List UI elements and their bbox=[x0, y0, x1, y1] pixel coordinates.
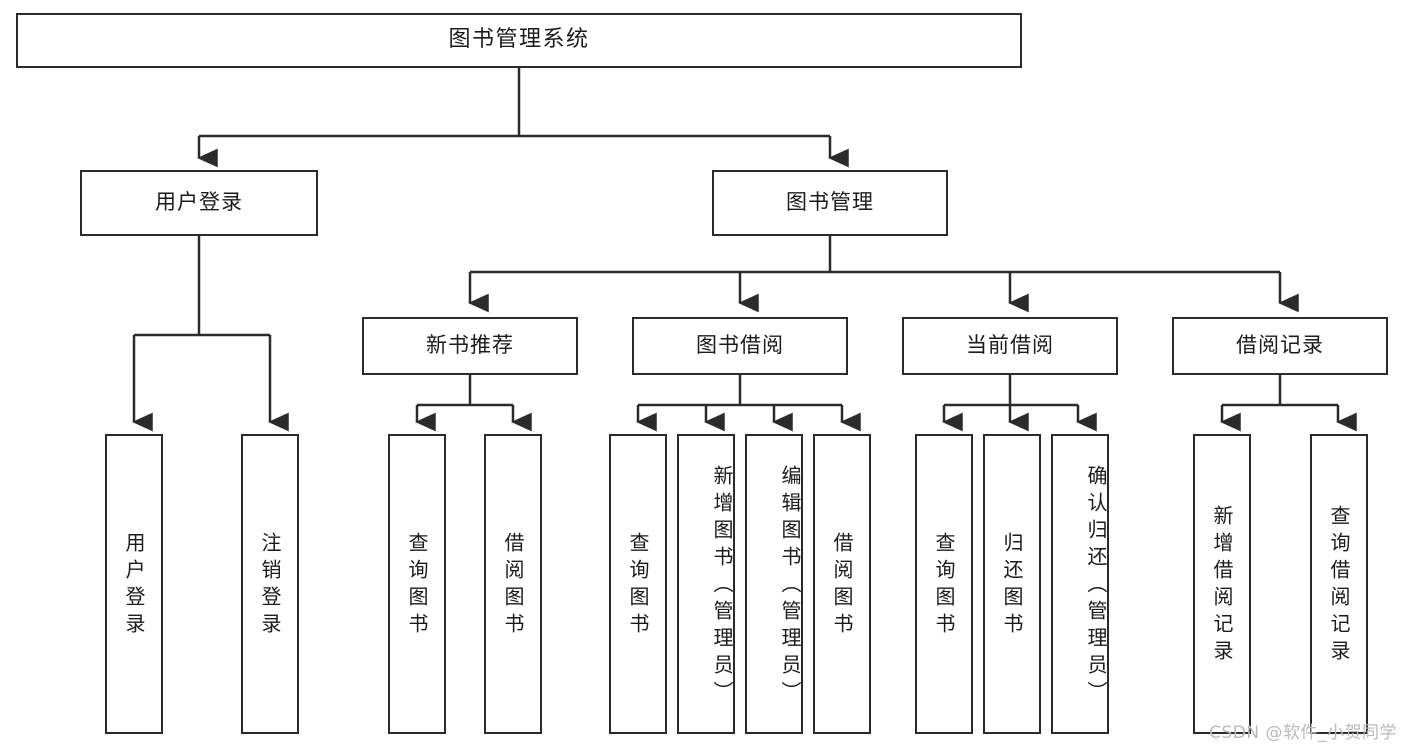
node-label: 借阅记录 bbox=[1236, 333, 1324, 358]
leaf-current-query-book[interactable]: 查询图书 bbox=[915, 434, 973, 734]
leaf-record-query-record[interactable]: 查询借阅记录 bbox=[1310, 434, 1368, 734]
node-borrow-record[interactable]: 借阅记录 bbox=[1172, 317, 1388, 375]
node-label: 新增图书（管理员） bbox=[710, 464, 734, 708]
node-label: 借阅图书 bbox=[830, 532, 854, 640]
leaf-borrow-borrow-book[interactable]: 借阅图书 bbox=[813, 434, 871, 734]
node-label: 图书管理 bbox=[786, 190, 874, 215]
leaf-current-return-book[interactable]: 归还图书 bbox=[983, 434, 1041, 734]
leaf-record-add-record[interactable]: 新增借阅记录 bbox=[1193, 434, 1251, 734]
node-label: 查询图书 bbox=[405, 532, 429, 640]
node-label: 确认归还（管理员） bbox=[1084, 464, 1108, 708]
node-label: 注销登录 bbox=[258, 532, 282, 640]
leaf-borrow-edit-book-admin[interactable]: 编辑图书（管理员） bbox=[745, 434, 803, 734]
node-label: 当前借阅 bbox=[966, 333, 1054, 358]
node-label: 新增借阅记录 bbox=[1210, 505, 1234, 667]
node-label: 查询图书 bbox=[932, 532, 956, 640]
node-label: 图书管理系统 bbox=[448, 27, 590, 53]
leaf-user-logout[interactable]: 注销登录 bbox=[241, 434, 299, 734]
node-label: 编辑图书（管理员） bbox=[778, 464, 802, 708]
leaf-borrow-query-book[interactable]: 查询图书 bbox=[609, 434, 667, 734]
node-label: 用户登录 bbox=[122, 532, 146, 640]
leaf-recommend-borrow-book[interactable]: 借阅图书 bbox=[484, 434, 542, 734]
node-label: 用户登录 bbox=[155, 190, 243, 215]
node-book-management[interactable]: 图书管理 bbox=[712, 170, 948, 236]
leaf-user-login[interactable]: 用户登录 bbox=[105, 434, 163, 734]
node-label: 查询借阅记录 bbox=[1327, 505, 1351, 667]
node-label: 查询图书 bbox=[626, 532, 650, 640]
leaf-current-confirm-return-admin[interactable]: 确认归还（管理员） bbox=[1051, 434, 1109, 734]
node-current-borrow[interactable]: 当前借阅 bbox=[902, 317, 1118, 375]
leaf-borrow-add-book-admin[interactable]: 新增图书（管理员） bbox=[677, 434, 735, 734]
leaf-recommend-query-book[interactable]: 查询图书 bbox=[388, 434, 446, 734]
node-root-system[interactable]: 图书管理系统 bbox=[16, 13, 1022, 68]
watermark: CSDN @软件_小贺同学 bbox=[1209, 723, 1397, 743]
node-label: 新书推荐 bbox=[426, 333, 514, 358]
node-label: 图书借阅 bbox=[696, 333, 784, 358]
node-new-book-recommend[interactable]: 新书推荐 bbox=[362, 317, 578, 375]
node-label: 归还图书 bbox=[1000, 532, 1024, 640]
node-book-borrow[interactable]: 图书借阅 bbox=[632, 317, 848, 375]
node-label: 借阅图书 bbox=[501, 532, 525, 640]
node-user-login[interactable]: 用户登录 bbox=[80, 170, 318, 236]
